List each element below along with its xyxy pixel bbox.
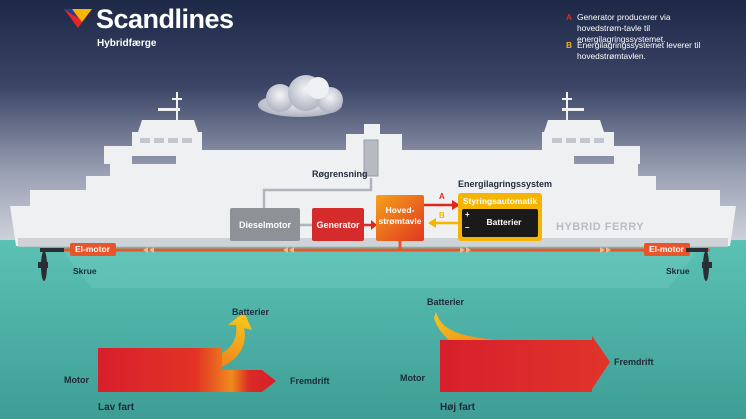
el-motor-left-box [70,243,116,256]
flow-arrow-b [428,218,460,228]
exhaust-label: Røgrensning [312,169,368,179]
el-motor-right-label: El-motor [649,244,684,254]
high-speed-caption: Høj fart [440,402,475,413]
legend-b-text: Energilagringssystemet leverer til hoved… [577,40,701,61]
high-speed-main-arrow [440,336,610,392]
low-speed-battery-label: Batterier [232,307,270,317]
propeller-right-icon [686,248,712,281]
legend-item-b: B Energilagringssystemet leverer til hov… [566,40,716,62]
generator-to-switchboard-arrow [364,220,377,230]
high-speed-output-label: Fremdrift [614,357,654,367]
diesel-engine-label: Dieselmotor [238,220,291,230]
ship-windows [140,138,604,143]
switchboard-label-line2: strømtavle [378,216,422,226]
high-speed-diagram [434,312,610,392]
hull-underwater [60,248,700,288]
arrow-a-label: A [439,192,445,201]
scandlines-logo-icon [64,9,92,28]
power-flow-line [40,241,710,253]
propeller-left-label: Skrue [73,266,97,276]
propeller-left-icon [38,248,64,281]
page-subtitle: Hybridfærge [97,38,157,49]
arrow-b-label: B [439,211,445,220]
hull-lower-band [18,238,728,247]
brand-name: Scandlines [96,4,234,34]
energy-storage-title: Energilagringssystem [458,179,553,189]
hull-text: HYBRID FERRY [556,221,645,233]
low-speed-diagram [98,312,276,392]
generator-label: Generator [316,220,360,230]
low-speed-caption: Lav fart [98,402,135,413]
low-speed-output-label: Fremdrift [290,376,330,386]
high-speed-motor-label: Motor [400,373,425,383]
switchboard-label-line1: Hoved- [385,205,415,215]
smoke-cloud-icon [258,75,343,117]
exhaust-cleaner [363,139,379,177]
low-speed-main-arrow [98,348,276,392]
control-automation-label: Styringsautomatik [462,196,538,206]
battery-label: Batterier [486,217,522,227]
diesel-engine-box [230,208,300,241]
el-motor-right-box [644,243,690,256]
propeller-right-label: Skrue [666,266,690,276]
legend-a-letter: A [566,12,573,22]
legend-a-text: Generator producerer via hovedstrøm-tavl… [577,12,671,44]
generator-box [312,208,364,241]
battery-plus: + [465,210,470,219]
legend-b-letter: B [566,40,573,50]
el-motor-left-label: El-motor [75,244,110,254]
switchboard-box [376,195,424,241]
high-speed-battery-label: Batterier [427,297,465,307]
battery-box [462,209,538,237]
low-speed-motor-label: Motor [64,375,89,385]
flow-arrow-a [424,200,460,210]
legend-item-a: A Generator producerer via hovedstrøm-ta… [566,12,716,45]
system-connectors [262,178,373,227]
battery-minus: – [465,223,470,232]
